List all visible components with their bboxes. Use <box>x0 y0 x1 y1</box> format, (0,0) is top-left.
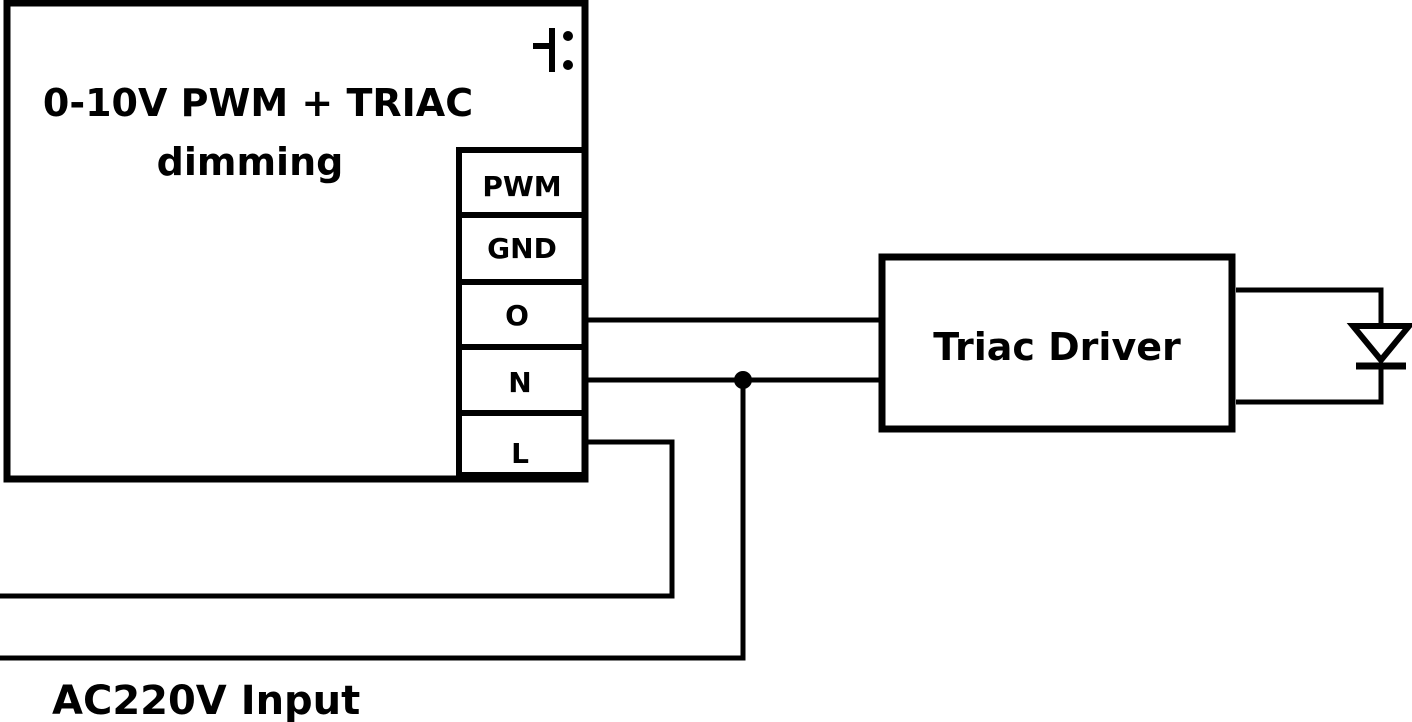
terminal-gnd: GND <box>487 232 557 265</box>
driver-box <box>878 253 1236 433</box>
wire-l <box>0 439 675 599</box>
driver-label: Triac Driver <box>933 325 1181 369</box>
terminal-block: PWM GND O N L <box>456 147 588 478</box>
terminal-pwm: PWM <box>482 170 561 203</box>
led-diode-icon <box>1346 290 1412 402</box>
controller-title-line1: 0-10V PWM + TRIAC <box>43 81 473 125</box>
terminal-l: L <box>511 437 529 470</box>
junction-dot <box>734 371 752 389</box>
wire-neutral-input <box>0 380 746 661</box>
push-button-switch-icon <box>533 28 573 72</box>
terminal-o: O <box>505 299 529 332</box>
wires <box>0 287 1384 661</box>
input-label: AC220V Input <box>52 678 360 722</box>
dimmer-controller: 0-10V PWM + TRIAC dimming PWM GND O N L <box>3 0 589 483</box>
terminal-n: N <box>508 366 531 399</box>
wire-load-top <box>1236 287 1384 405</box>
controller-title-line2: dimming <box>157 140 344 184</box>
triac-driver: Triac Driver <box>878 253 1236 433</box>
